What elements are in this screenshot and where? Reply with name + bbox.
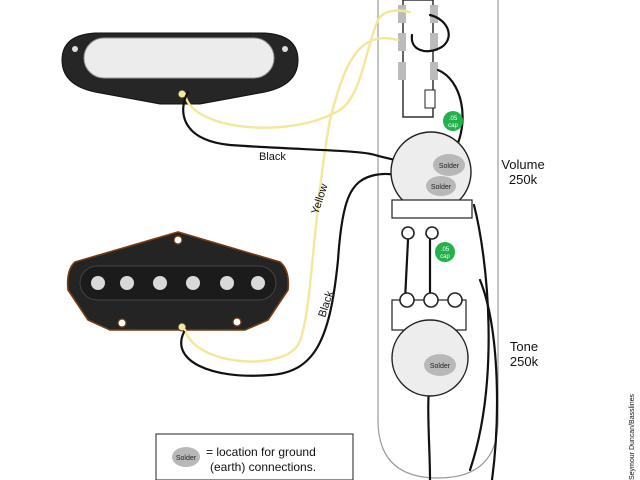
solder-volume-2: Solder <box>431 184 452 191</box>
credit-text: Seymour Duncan/Basslines <box>629 394 636 480</box>
yellow-wire-label: Yellow <box>309 182 330 216</box>
capacitor-tone <box>435 242 455 262</box>
cap1-value: .05 <box>449 116 458 122</box>
volume-to-tone-wire <box>403 203 490 472</box>
bridge-ground-wire <box>180 172 422 377</box>
legend-box: Solder = location for ground (earth) con… <box>155 433 354 480</box>
solder-volume-1: Solder <box>439 163 460 170</box>
bridge-pickup <box>66 231 290 332</box>
tone-value: 250k <box>510 354 539 369</box>
cap2-value: .05 <box>441 247 450 253</box>
legend-line-1: = location for ground <box>206 445 316 459</box>
switch-wire <box>410 13 450 53</box>
legend-marker-text: Solder <box>176 455 197 462</box>
neck-pickup <box>61 32 299 105</box>
switch-to-volume-wire <box>436 68 464 152</box>
cap1-unit: cap <box>448 123 458 129</box>
volume-value: 250k <box>509 172 538 187</box>
pole-pieces <box>91 276 265 290</box>
tone-ground-wire <box>478 278 499 480</box>
cap2-unit: cap <box>440 254 450 260</box>
volume-pot <box>390 131 473 240</box>
neck-hot-wire <box>183 9 412 129</box>
legend-solder-marker <box>172 447 200 467</box>
tone-pot <box>391 292 469 397</box>
tone-title: Tone <box>510 339 538 354</box>
bridge-hot-wire <box>183 37 400 363</box>
capacitor-volume <box>443 111 463 131</box>
black-wire-label-mid: Black <box>316 289 336 319</box>
volume-title: Volume <box>501 157 544 172</box>
black-wire-label-top: Black <box>259 151 286 163</box>
legend-line-2: (earth) connections. <box>210 460 316 474</box>
selector-switch <box>398 0 438 118</box>
solder-tone: Solder <box>430 363 451 370</box>
